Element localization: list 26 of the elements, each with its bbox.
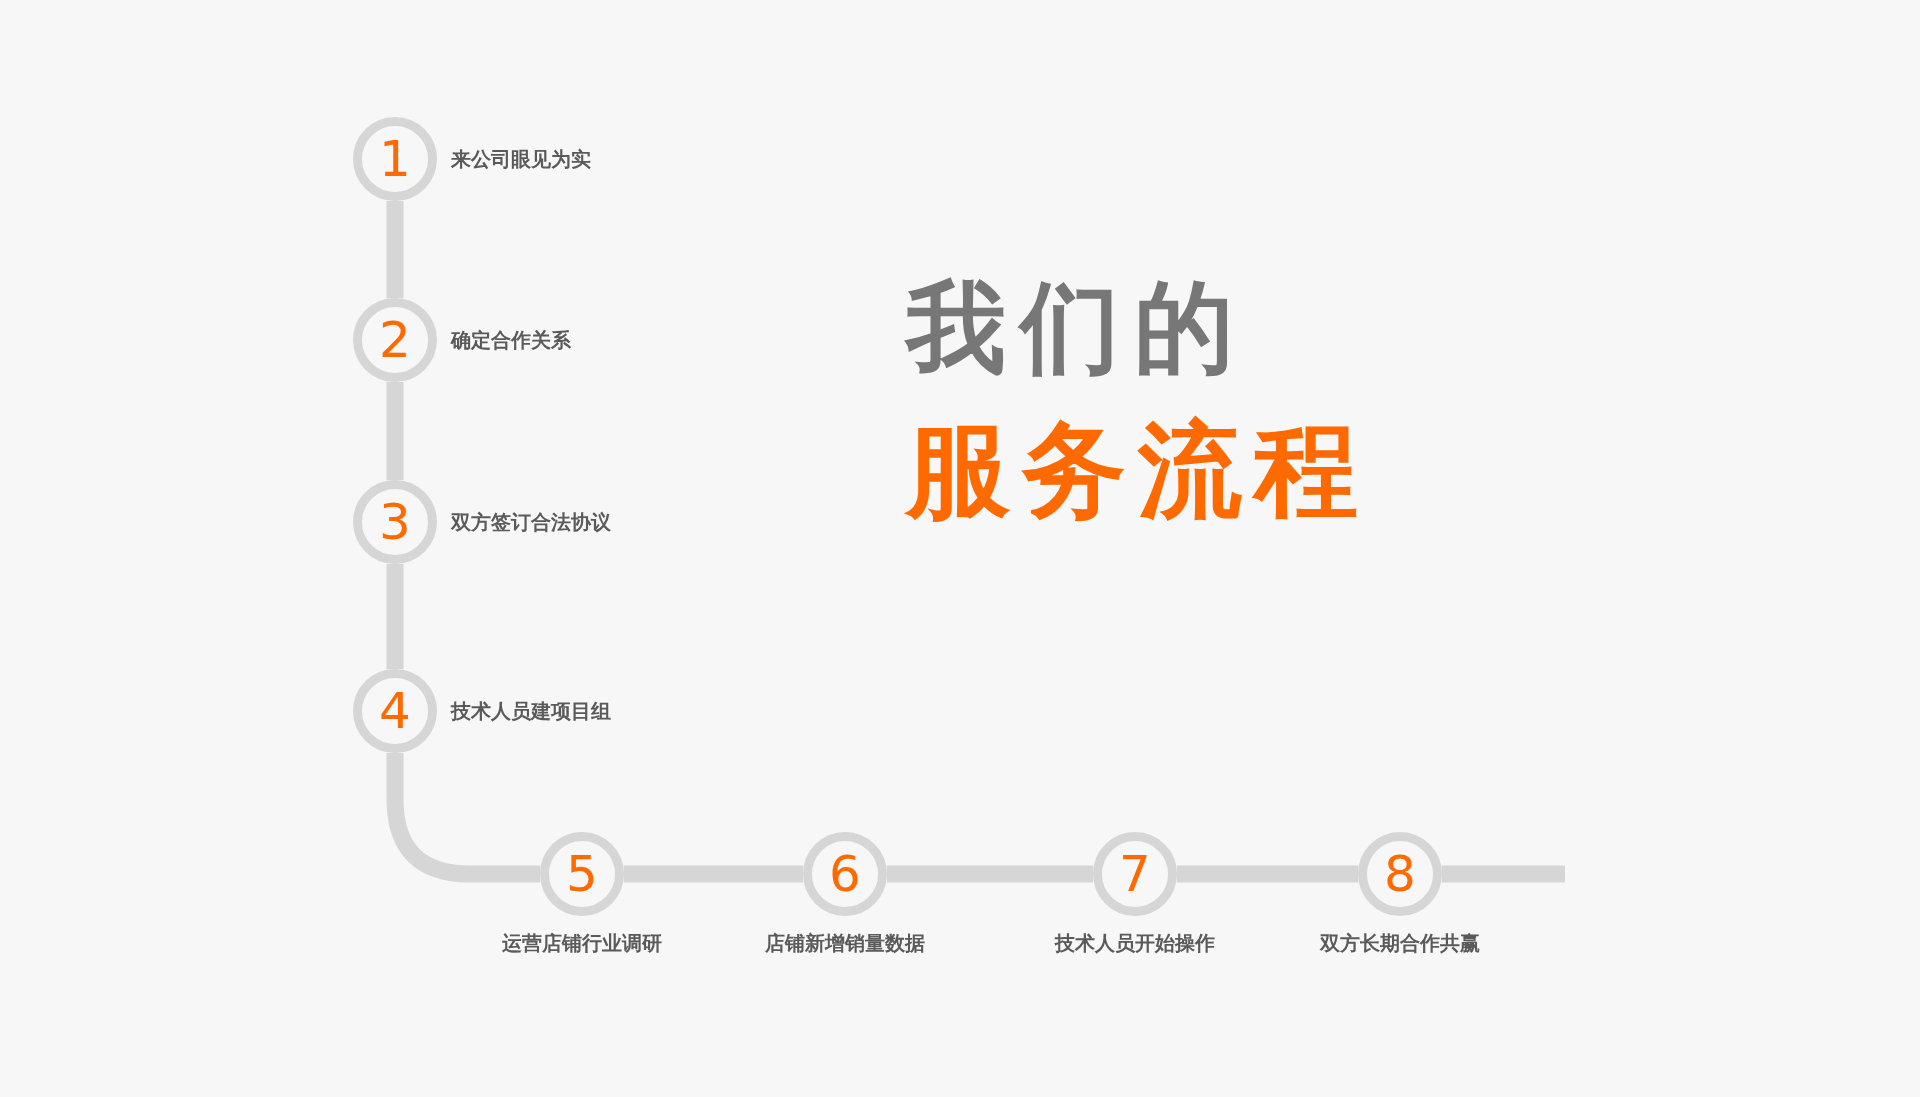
step-label: 运营店铺行业调研 bbox=[501, 930, 663, 957]
track-line bbox=[1177, 865, 1358, 883]
step-circle: 4 bbox=[353, 669, 437, 753]
track-line bbox=[624, 865, 803, 883]
step-label: 双方签订合法协议 bbox=[451, 509, 611, 536]
step-circle: 2 bbox=[353, 298, 437, 382]
step-circle: 8 bbox=[1358, 832, 1442, 916]
step-label: 店铺新增销量数据 bbox=[764, 930, 926, 957]
step-circle: 1 bbox=[353, 117, 437, 201]
step-label: 确定合作关系 bbox=[451, 327, 571, 354]
heading: 我们的 bbox=[906, 268, 1248, 388]
step-label: 技术人员开始操作 bbox=[1053, 930, 1216, 957]
track-line bbox=[386, 753, 540, 883]
step-label: 来公司眼见为实 bbox=[451, 146, 591, 173]
track-line bbox=[1442, 865, 1565, 883]
step-circle: 5 bbox=[540, 832, 624, 916]
step-circle: 7 bbox=[1093, 832, 1177, 916]
step-circle: 3 bbox=[353, 480, 437, 564]
track-line bbox=[887, 865, 1093, 883]
heading: 服务流程 bbox=[906, 408, 1370, 532]
track-line bbox=[386, 201, 404, 298]
step-label: 双方长期合作共赢 bbox=[1318, 930, 1481, 957]
step-label: 技术人员建项目组 bbox=[451, 698, 611, 725]
step-circle: 6 bbox=[803, 832, 887, 916]
track-line bbox=[386, 564, 404, 669]
track-line bbox=[386, 382, 404, 480]
